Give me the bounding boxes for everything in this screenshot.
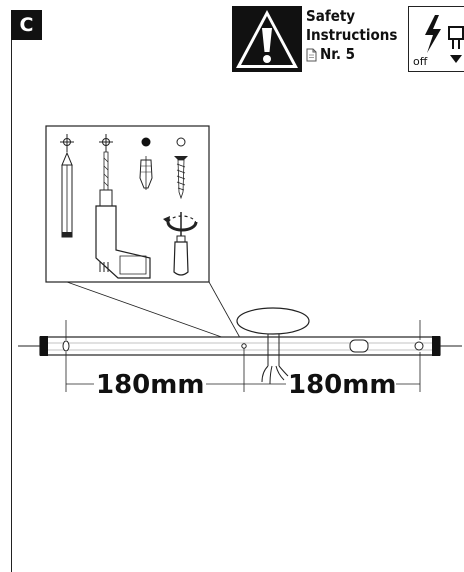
screwdriver-icon: [163, 212, 198, 276]
power-off-box: off: [408, 6, 464, 72]
power-off-icon: [425, 15, 464, 63]
drill-icon: [95, 134, 151, 279]
document-icon: [306, 48, 317, 61]
warning-icon: [236, 10, 298, 68]
safety-line-2: Instructions: [306, 26, 398, 44]
ceiling-outlet: [236, 307, 310, 385]
dimension-left: 180mm: [96, 370, 205, 400]
safety-instructions-label: Safety Instructions Nr. 5: [306, 7, 406, 64]
pencil-icon: [60, 134, 74, 238]
section-label: C: [19, 14, 34, 36]
safety-number: Nr. 5: [320, 45, 356, 63]
dimension-lines: [65, 348, 421, 392]
power-off-label: off: [413, 55, 428, 68]
mounting-rail: [18, 320, 462, 356]
dimension-right: 180mm: [288, 370, 397, 400]
section-badge: C: [11, 10, 42, 40]
screw-icon: [174, 137, 188, 200]
safety-line-1: Safety: [306, 7, 356, 25]
wall-plug-icon: [139, 137, 153, 190]
page-left-rule: [11, 40, 12, 572]
safety-number-row: Nr. 5: [306, 45, 406, 64]
warning-box: [232, 6, 302, 72]
